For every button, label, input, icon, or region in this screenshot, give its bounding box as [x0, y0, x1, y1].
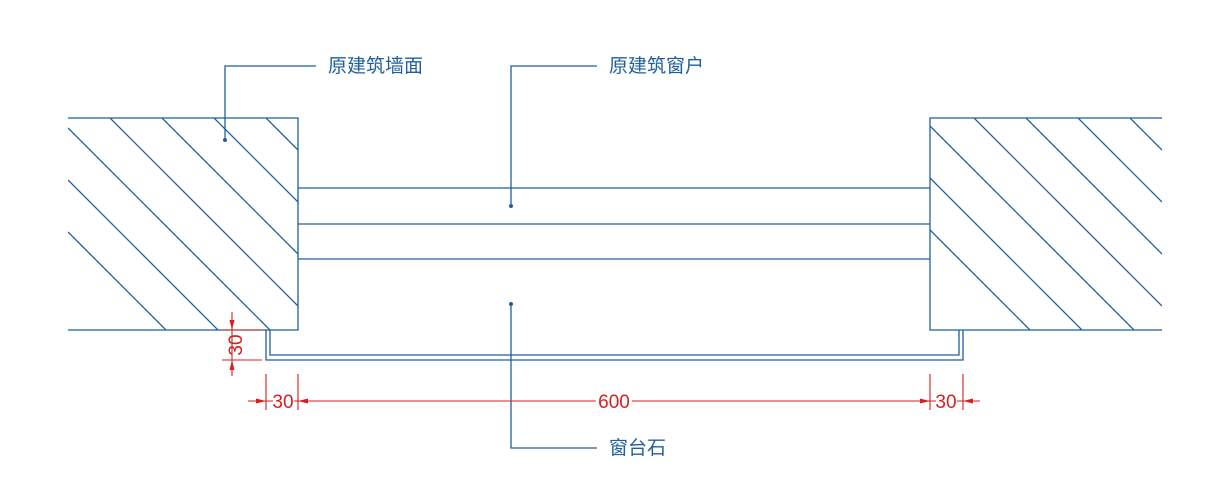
dimension-right-overhang-value: 30: [935, 392, 956, 413]
dimension-sill-thickness: [222, 312, 262, 376]
window-sill-stone: [265, 330, 964, 361]
leader-window: [509, 65, 597, 208]
left-wall-hatch: [68, 118, 298, 330]
right-wall: [929, 117, 1162, 331]
right-wall-hatch: [930, 118, 1162, 330]
sill-label: 窗台石: [609, 437, 666, 459]
leader-wall: [223, 65, 316, 142]
dim-text-mask-left: [273, 390, 294, 410]
leader-sill: [509, 302, 597, 449]
dimension-opening-width-value: 600: [598, 392, 630, 413]
window-frame: [298, 187, 930, 260]
dim-text-mask-right: [936, 390, 957, 410]
window-label: 原建筑窗户: [609, 55, 704, 77]
left-wall: [68, 117, 299, 331]
wall-label: 原建筑墙面: [328, 55, 423, 77]
dimension-left-overhang-value: 30: [272, 392, 293, 413]
dimension-sill-thickness-value: 30: [226, 334, 247, 355]
right-wall-outline: [929, 117, 1162, 331]
dim-text-mask-middle: [596, 390, 632, 410]
left-wall-outline: [68, 117, 299, 331]
